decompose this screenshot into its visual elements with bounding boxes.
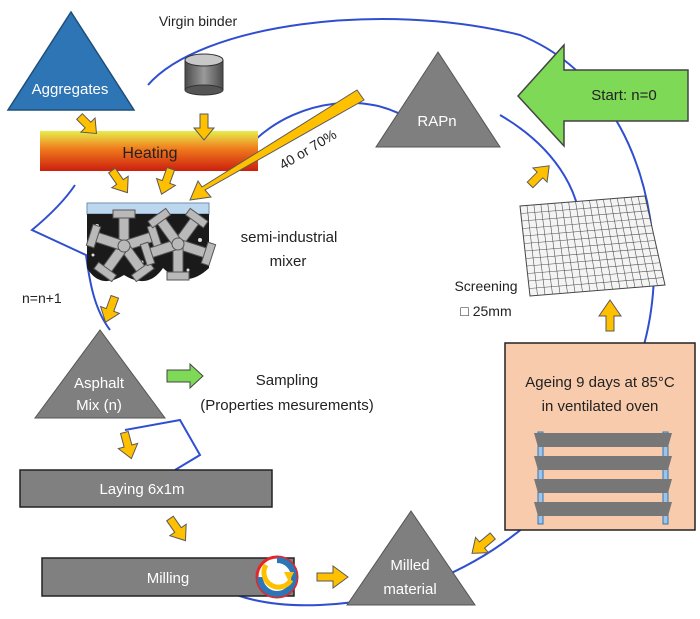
- screening-mesh-label: □ 25mm: [460, 303, 511, 319]
- mesh-line: [528, 269, 662, 282]
- flow-arrow-rap: [189, 89, 365, 201]
- screening-label: Screening: [454, 278, 517, 294]
- mesh-line: [525, 247, 657, 259]
- laying-box: [19, 469, 273, 508]
- flow-arrow-milled: [471, 532, 497, 554]
- milling-label: Milling: [147, 570, 190, 587]
- mesh-line: [524, 240, 656, 252]
- sampling-arrow: [166, 362, 204, 390]
- milled-label-line2: material: [383, 581, 436, 598]
- aggregates-label: Aggregates: [32, 81, 109, 98]
- milled-material-triangle: [346, 510, 476, 606]
- sampling-label-line1: Sampling: [256, 372, 319, 389]
- start-label: Start: n=0: [591, 87, 656, 104]
- asphalt-label-line1: Asphalt: [74, 375, 125, 392]
- mixer-label-line2: mixer: [270, 253, 307, 270]
- heating-label: Heating: [122, 145, 177, 162]
- mixer-blades-icon: [85, 202, 217, 283]
- mesh-line: [526, 255, 659, 267]
- rotating-drum-icon: [255, 555, 299, 599]
- flow-arrow-milling: [316, 565, 349, 589]
- flow-arrows: [75, 89, 622, 589]
- flow-arrow-mixer: [99, 294, 121, 323]
- flow-arrow-laying: [165, 515, 187, 542]
- oven-label-line2: in ventilated oven: [542, 398, 659, 415]
- mesh-line: [521, 210, 649, 222]
- loop-notch-line: [30, 184, 111, 331]
- sampling-label-line2: (Properties mesurements): [200, 397, 373, 414]
- asphalt-label-line2: Mix (n): [76, 397, 122, 414]
- start-arrow: [516, 43, 689, 148]
- laying-label: Laying 6x1m: [99, 481, 184, 498]
- mesh-line: [520, 203, 647, 214]
- milled-label-line1: Milled: [390, 557, 429, 574]
- mesh-line: [527, 262, 661, 274]
- rapn-label: RAPn: [417, 113, 456, 130]
- mesh-line: [523, 225, 652, 237]
- mesh-screen-icon: [519, 195, 666, 297]
- drum-icon: [184, 53, 224, 96]
- milling-box: [41, 557, 295, 597]
- mesh-line: [524, 232, 654, 244]
- lower-left-line: [124, 418, 202, 471]
- rap-ratio-label: 40 or 70%: [276, 126, 339, 173]
- flow-arrow-asphalt: [117, 430, 139, 460]
- rapn-triangle: [375, 51, 501, 148]
- flow-arrow-oven: [598, 299, 622, 332]
- aggregates-triangle: [6, 10, 136, 111]
- mixer-label-line1: semi-industrial: [241, 229, 338, 246]
- mesh-line: [529, 277, 664, 289]
- flow-arrow-binder: [192, 113, 216, 141]
- oven-label-line1: Ageing 9 days at 85°C: [525, 374, 675, 391]
- virgin-binder-label: Virgin binder: [159, 13, 238, 29]
- flow-arrow-aggregates: [75, 112, 98, 135]
- flow-arrow-heating-left: [107, 167, 129, 194]
- loop-counter-label: n=n+1: [22, 290, 62, 306]
- mesh-line: [522, 217, 651, 229]
- flow-arrow-heating-right: [155, 166, 177, 195]
- asphalt-mix-triangle: [34, 329, 166, 419]
- flow-arrow-screen: [526, 165, 550, 189]
- heating-bar: [40, 131, 258, 171]
- shelf-rack-icon: [534, 431, 672, 525]
